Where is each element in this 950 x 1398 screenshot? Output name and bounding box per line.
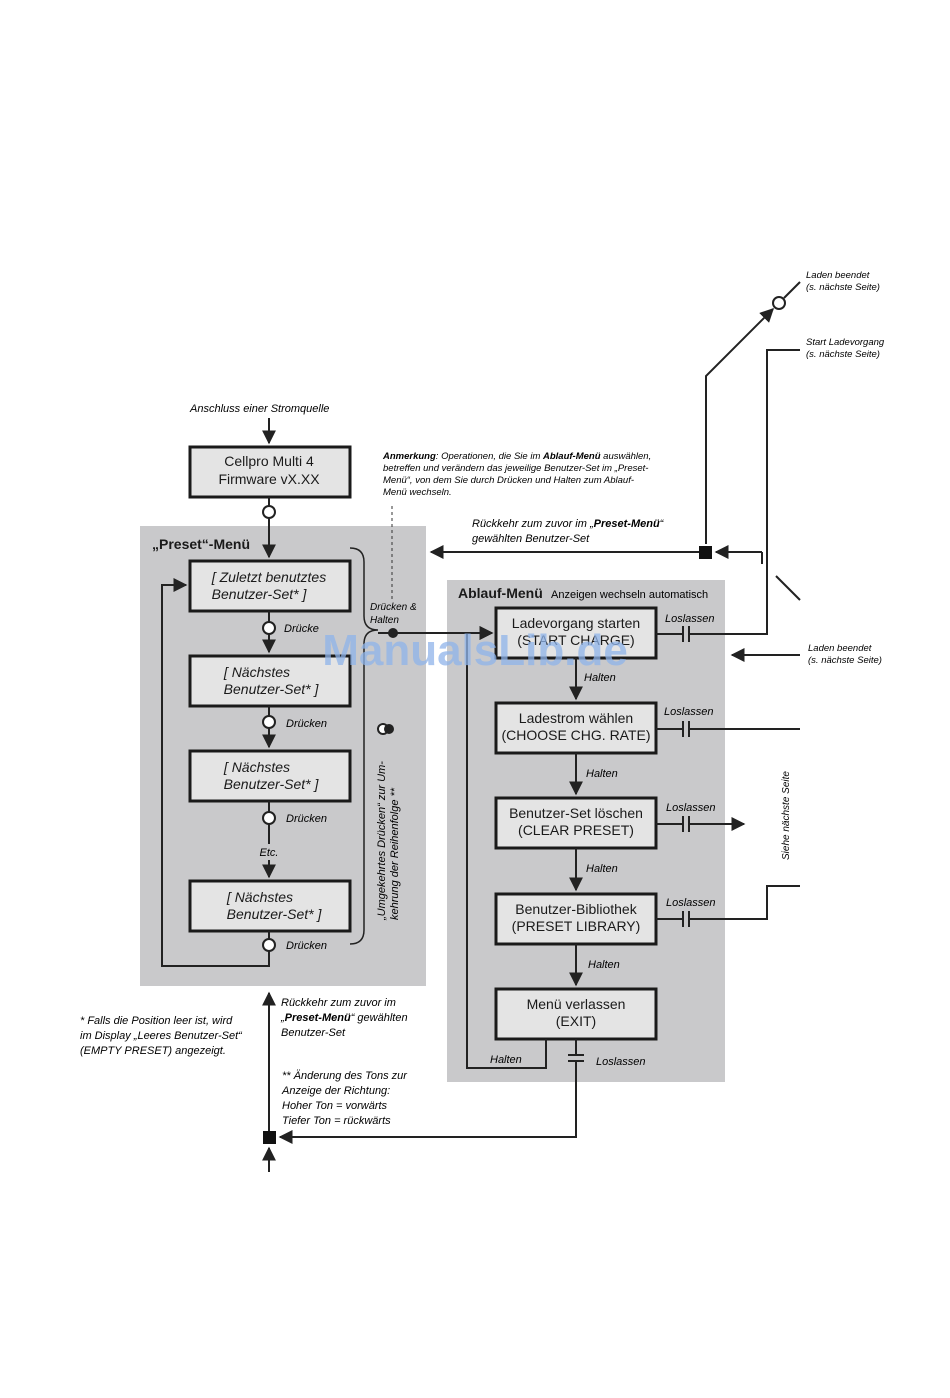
press-label-3: Drücken [286, 813, 327, 825]
svg-text:Anzeige der Richtung:: Anzeige der Richtung: [281, 1085, 390, 1097]
preset-brace [349, 547, 379, 945]
svg-text:Halten: Halten [586, 768, 618, 780]
power-label: Anschluss einer Stromquelle [189, 403, 329, 415]
svg-text:[ Zuletzt benutztes: [ Zuletzt benutztes [211, 569, 326, 585]
press-label-2: Drücken [286, 718, 327, 730]
ablauf-box-exit [494, 987, 658, 1041]
ablauf-box-preset-library [494, 892, 658, 946]
svg-text:(s. nächste Seite): (s. nächste Seite) [806, 282, 880, 293]
press-node [262, 505, 276, 519]
junction-square-bottom [263, 1131, 276, 1144]
svg-text:Loslassen: Loslassen [596, 1056, 646, 1068]
end-node [772, 296, 786, 310]
svg-text:Rückkehr zum zuvor im: Rückkehr zum zuvor im [281, 997, 396, 1009]
watermark: ManualsLib.de [322, 626, 628, 675]
press-label-4: Drücken [286, 940, 327, 952]
note-line1: Anmerkung: Operationen, die Sie im Ablau… [382, 451, 651, 462]
return-top-line1: Rückkehr zum zuvor im „Preset-Menü“ [472, 518, 665, 530]
etc-label: Etc. [260, 847, 279, 859]
svg-text:Tiefer Ton = rückwärts: Tiefer Ton = rückwärts [282, 1115, 391, 1127]
svg-text:(s. nächste Seite): (s. nächste Seite) [806, 349, 880, 360]
junction-square-top [699, 546, 712, 559]
svg-text:Loslassen: Loslassen [665, 613, 715, 625]
preset-menu-title: „Preset“-Menü [152, 536, 250, 552]
reverse-press-line2: kehrung der Reihenfolge ** [389, 787, 401, 920]
svg-text:Ladestrom wählen: Ladestrom wählen [519, 710, 633, 726]
svg-text:Halten: Halten [490, 1054, 522, 1066]
firmware-line2: Firmware vX.XX [218, 471, 320, 487]
svg-text:Benutzer-Set löschen: Benutzer-Set löschen [509, 805, 643, 821]
svg-text:Halten: Halten [584, 672, 616, 684]
return-bottom-line2: „Preset-Menü“ gewählten [280, 1012, 408, 1024]
svg-text:Laden beendet: Laden beendet [808, 643, 872, 654]
svg-text:Halten: Halten [586, 863, 618, 875]
svg-text:Halten: Halten [370, 615, 399, 626]
svg-text:Benutzer-Set* ]: Benutzer-Set* ] [224, 681, 320, 697]
svg-text:Menü verlassen: Menü verlassen [527, 996, 626, 1012]
svg-text:Hoher Ton = vorwärts: Hoher Ton = vorwärts [282, 1100, 388, 1112]
svg-text:[ Nächstes: [ Nächstes [223, 759, 290, 775]
svg-text:(EMPTY PRESET) angezeigt.: (EMPTY PRESET) angezeigt. [80, 1045, 226, 1057]
svg-text:(START CHARGE): (START CHARGE) [517, 632, 634, 648]
svg-text:Benutzer-Set* ]: Benutzer-Set* ] [212, 586, 308, 602]
svg-text:* Falls die Position leer ist,: * Falls die Position leer ist, wird [80, 1015, 233, 1027]
svg-text:(CHOOSE CHG. RATE): (CHOOSE CHG. RATE) [501, 727, 650, 743]
svg-text:Drücken &: Drücken & [370, 602, 417, 613]
ablauf-menu-title: Ablauf-Menü [458, 585, 543, 601]
svg-text:(EXIT): (EXIT) [556, 1013, 596, 1029]
note-line2: betreffen und verändern das jeweilige Be… [383, 463, 648, 474]
note-line4: Menü wechseln. [383, 487, 452, 498]
svg-text:Benutzer-Bibliothek: Benutzer-Bibliothek [515, 901, 637, 917]
preset-box-2 [188, 654, 352, 708]
svg-text:Laden beendet: Laden beendet [806, 270, 870, 281]
firmware-line1: Cellpro Multi 4 [224, 453, 314, 469]
svg-text:Benutzer-Set* ]: Benutzer-Set* ] [224, 776, 320, 792]
svg-text:im Display „Leeres Benutzer-Se: im Display „Leeres Benutzer-Set“ [80, 1030, 243, 1042]
svg-text:Loslassen: Loslassen [666, 802, 716, 814]
svg-text:Loslassen: Loslassen [666, 897, 716, 909]
svg-text:** Änderung des Tons zur: ** Änderung des Tons zur [282, 1070, 408, 1082]
svg-text:(CLEAR PRESET): (CLEAR PRESET) [518, 822, 634, 838]
svg-text:Benutzer-Set: Benutzer-Set [281, 1027, 346, 1039]
preset-box-4 [188, 879, 352, 933]
svg-text:(PRESET LIBRARY): (PRESET LIBRARY) [512, 918, 641, 934]
return-top-line2: gewählten Benutzer-Set [472, 533, 590, 545]
svg-text:Start Ladevorgang: Start Ladevorgang [806, 337, 885, 348]
ablauf-box-chg-rate [494, 701, 658, 755]
svg-text:Ladevorgang starten: Ladevorgang starten [512, 615, 640, 631]
svg-text:(s. nächste Seite): (s. nächste Seite) [808, 655, 882, 666]
siehe-label: Siehe nächste Seite [781, 771, 792, 860]
svg-text:Benutzer-Set* ]: Benutzer-Set* ] [227, 906, 323, 922]
preset-box-3 [188, 749, 352, 803]
svg-text:[ Nächstes: [ Nächstes [226, 889, 293, 905]
svg-text:Halten: Halten [588, 959, 620, 971]
preset-box-1 [188, 559, 352, 613]
svg-text:[ Nächstes: [ Nächstes [223, 664, 290, 680]
note-line3: Menü“, von dem Sie durch Drücken und Hal… [383, 475, 634, 486]
reverse-press-line1: „Umgekehrtes Drücken“ zur Um- [376, 761, 388, 921]
press-label-1: Drücke [284, 623, 319, 635]
svg-text:Loslassen: Loslassen [664, 706, 714, 718]
ablauf-menu-subtitle: Anzeigen wechseln automatisch [551, 589, 708, 601]
